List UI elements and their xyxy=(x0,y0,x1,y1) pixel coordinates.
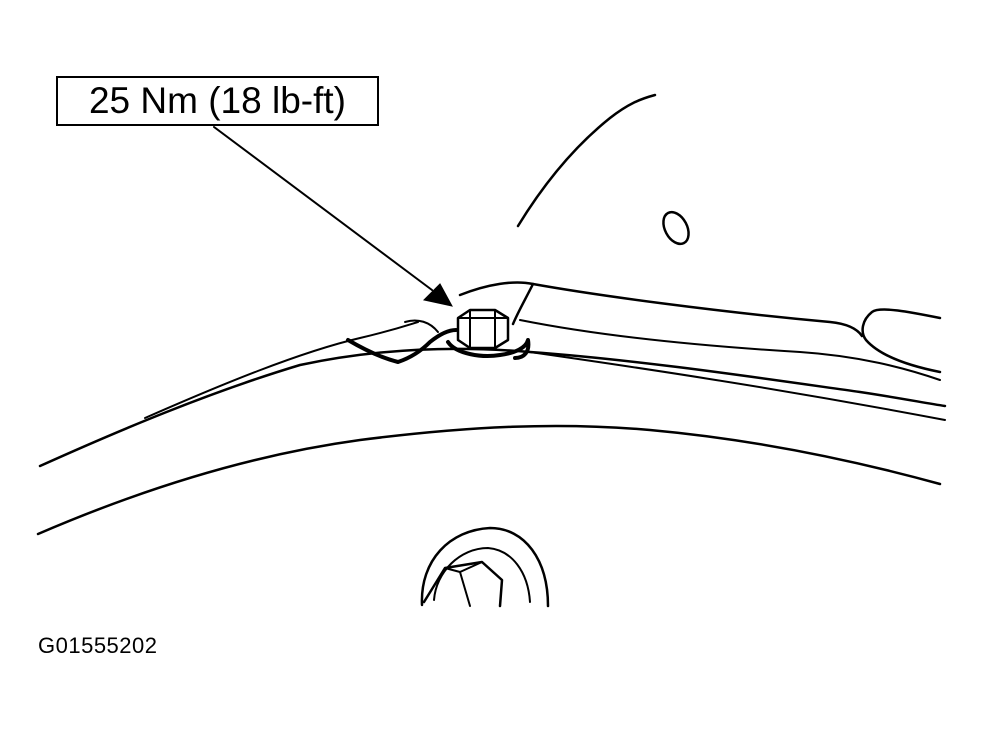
upper-panel-outline xyxy=(516,93,657,228)
clip-tab xyxy=(404,319,439,333)
callout-leader-line xyxy=(213,126,433,291)
callout-arrowhead xyxy=(422,283,453,307)
lower-bolt-boss-inner xyxy=(433,547,531,603)
figure-id: G01555202 xyxy=(38,633,158,658)
torque-label: 25 Nm (18 lb-ft) xyxy=(88,80,346,121)
lower-bolt-hex-face xyxy=(444,561,483,607)
bolt-hex-head xyxy=(456,308,510,350)
right-component xyxy=(861,308,942,374)
panel-hole xyxy=(662,210,690,246)
beam-ridge-right xyxy=(529,351,946,421)
beam-lower-edge xyxy=(36,424,942,536)
bracket-lower-edge xyxy=(519,319,941,381)
lower-bolt-boss-outer xyxy=(420,526,550,608)
torque-callout: 25 Nm (18 lb-ft) xyxy=(56,76,379,126)
beam-upper-edge xyxy=(38,347,947,468)
bolt-washer xyxy=(446,338,531,360)
beam-upper-ridge xyxy=(144,321,419,419)
bracket-edge xyxy=(531,282,864,338)
retaining-clip xyxy=(346,328,458,364)
bolt-hex-face xyxy=(457,309,509,349)
